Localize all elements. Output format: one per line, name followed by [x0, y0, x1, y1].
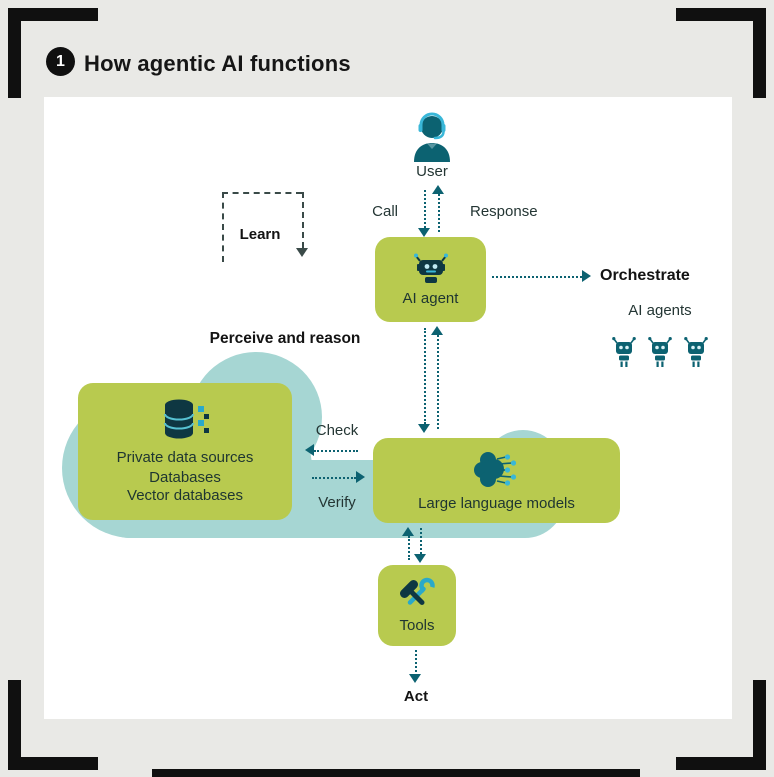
call-label: Call — [372, 203, 398, 220]
ai-agent-label: AI agent — [402, 290, 459, 307]
tools-label: Tools — [399, 617, 435, 634]
corner-bracket-top-right — [676, 8, 766, 98]
figure-number-badge: 1 — [46, 47, 75, 76]
corner-bracket-top-left — [8, 8, 98, 98]
perceive-reason-label: Perceive and reason — [209, 330, 361, 347]
orchestrate-line — [492, 276, 582, 278]
learn-label: Learn — [239, 226, 281, 243]
check-label: Check — [315, 422, 359, 439]
verify-arrowhead — [356, 471, 365, 483]
llm-label: Large language models — [418, 494, 575, 512]
act-line — [415, 650, 417, 676]
llm-to-tools-arrowhead — [414, 554, 426, 563]
check-line — [314, 450, 358, 452]
llm-to-agent-line — [437, 335, 439, 429]
private-data-line-2: Databases — [149, 469, 221, 486]
corner-bracket-bottom-left — [8, 680, 98, 770]
tools-to-llm-line — [408, 536, 410, 560]
act-label: Act — [403, 688, 429, 705]
llm-to-tools-line — [420, 528, 422, 554]
figure-title: How agentic AI functions — [84, 51, 351, 76]
call-line — [424, 190, 426, 228]
check-arrowhead — [305, 444, 314, 456]
tools-to-llm-arrowhead — [402, 527, 414, 536]
brain-circuit-icon — [473, 451, 516, 487]
bottom-edge-bar — [152, 769, 640, 777]
private-data-box: Private data sources Databases Vector da… — [78, 383, 292, 520]
learn-path-right — [302, 192, 304, 248]
ai-agent-box: AI agent — [375, 237, 486, 322]
orchestrate-arrowhead — [582, 270, 591, 282]
agent-to-llm-line — [424, 328, 426, 424]
figure-number: 1 — [56, 52, 65, 70]
ai-agents-label: AI agents — [628, 302, 692, 319]
agent-to-llm-arrowhead — [418, 424, 430, 433]
response-label: Response — [470, 203, 538, 220]
database-icon — [164, 399, 209, 439]
tools-box: Tools — [378, 565, 456, 646]
verify-label: Verify — [318, 494, 356, 511]
user-label: User — [416, 163, 448, 180]
call-arrowhead — [418, 228, 430, 237]
robot-icon — [413, 253, 448, 283]
act-arrowhead — [409, 674, 421, 683]
learn-arrowhead — [296, 248, 308, 257]
llm-to-agent-arrowhead — [431, 326, 443, 335]
three-robots-icon — [612, 336, 708, 368]
response-arrowhead — [432, 185, 444, 194]
learn-path-top — [222, 192, 302, 194]
verify-line — [312, 477, 356, 479]
hammer-wrench-icon — [400, 577, 435, 605]
response-line — [438, 194, 440, 232]
llm-box: Large language models — [373, 438, 620, 523]
orchestrate-label: Orchestrate — [600, 267, 690, 284]
private-data-line-1: Private data sources — [116, 449, 254, 466]
private-data-line-3: Vector databases — [127, 487, 243, 504]
user-icon — [414, 112, 450, 162]
learn-path-left — [222, 192, 224, 262]
corner-bracket-bottom-right — [676, 680, 766, 770]
